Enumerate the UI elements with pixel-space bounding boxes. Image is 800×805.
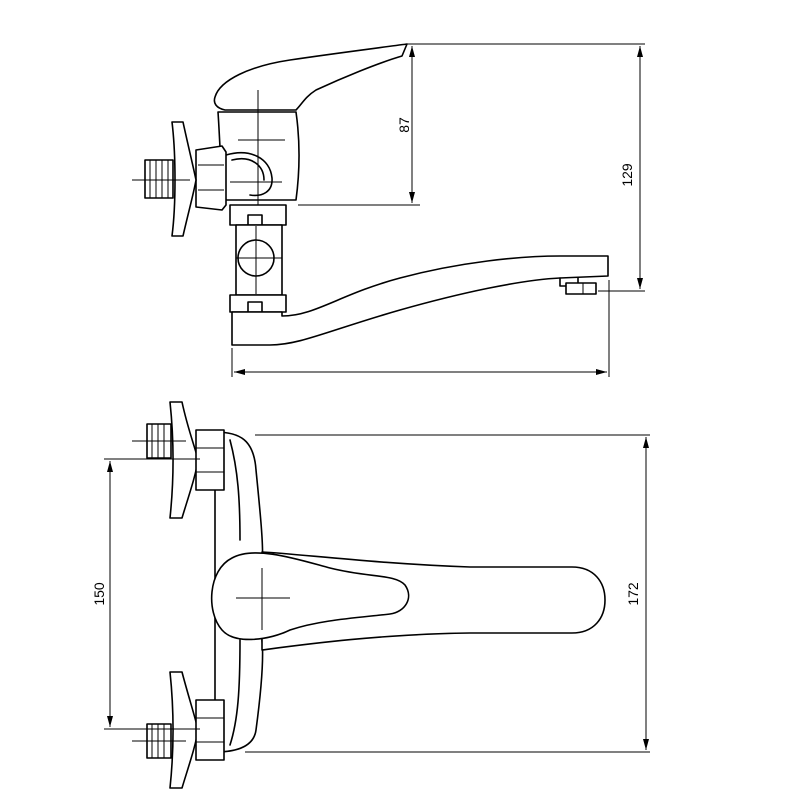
lever-handle xyxy=(213,43,408,111)
swivel-column xyxy=(235,224,283,296)
dimension-87-label: 87 xyxy=(396,117,412,133)
dimension-total-depth: 172 xyxy=(625,437,649,750)
lower-flange xyxy=(169,671,199,789)
dimension-lever-height: 87 xyxy=(298,43,645,206)
lower-inlet xyxy=(132,671,225,789)
upper-flange xyxy=(169,401,199,519)
dimension-spout-reach xyxy=(231,280,610,377)
spout xyxy=(231,255,609,346)
top-view: 150 172 xyxy=(91,401,650,789)
upper-inlet xyxy=(132,401,225,519)
inlet-thread xyxy=(144,159,174,199)
dimension-129-label: 129 xyxy=(619,163,635,187)
dimension-inlet-spacing: 150 xyxy=(91,458,200,730)
connecting-nut xyxy=(195,145,227,211)
dimension-total-height: 129 xyxy=(598,46,645,292)
dimension-172-label: 172 xyxy=(625,582,641,606)
lever-top-view xyxy=(210,552,410,641)
dimension-150-label: 150 xyxy=(91,582,107,606)
aerator xyxy=(565,282,597,295)
side-view: 87 129 xyxy=(132,43,645,377)
wall-flange xyxy=(171,121,197,237)
